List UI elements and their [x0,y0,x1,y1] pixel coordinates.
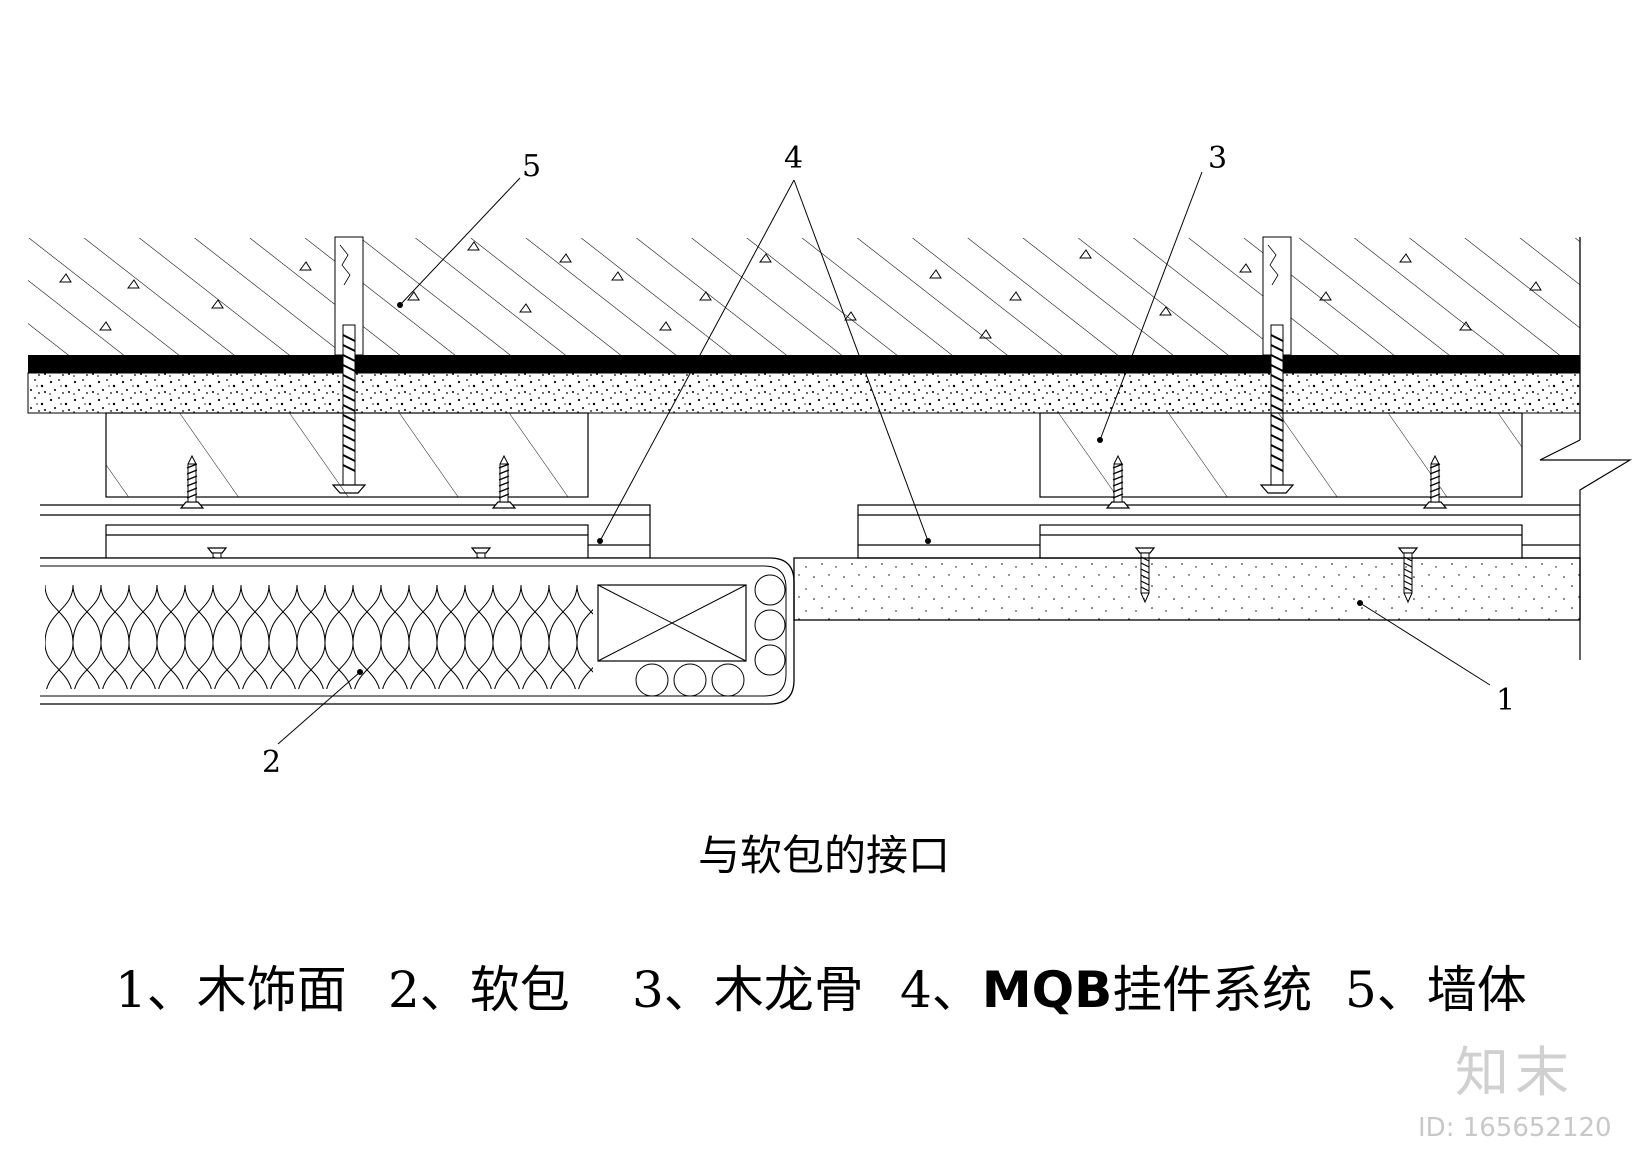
watermark-logo: 知末 [1455,1041,1575,1104]
callout-4: 4 [784,141,803,176]
mqb-hanger-left [40,504,651,559]
leader-lines [277,171,1491,745]
break-line [1539,439,1633,660]
legend-item-4-text: 挂件系统 [1112,961,1313,1019]
wood-batten [1039,412,1523,498]
soft-panel [40,557,795,705]
drawing-caption: 与软包的接口 [697,831,950,880]
waterproof-membrane [28,355,1580,373]
mqb-hanger-right [857,504,1580,559]
plaster-layer [27,372,1581,414]
wood-batten [105,412,589,498]
legend-item-3: 3、木龙骨 [632,961,864,1019]
wall-section [28,236,1581,440]
legend-item-5: 5、墙体 [1345,961,1527,1019]
wood-veneer [793,557,1581,621]
legend-item-2: 2、软包 [388,961,570,1019]
callout-1: 1 [1496,683,1515,718]
legend-item-4-code: MQB [981,961,1113,1019]
legend-item-4-number: 4、 [900,961,982,1019]
leader-dots [357,302,1363,675]
legend-item-4: 4、MQB挂件系统 [900,950,1312,1019]
callout-3: 3 [1208,141,1227,176]
watermark-id: ID: 165652120 [1418,1113,1612,1143]
legend-item-1: 1、木饰面 [115,961,347,1019]
callout-5: 5 [522,149,541,184]
callout-2: 2 [262,745,281,780]
